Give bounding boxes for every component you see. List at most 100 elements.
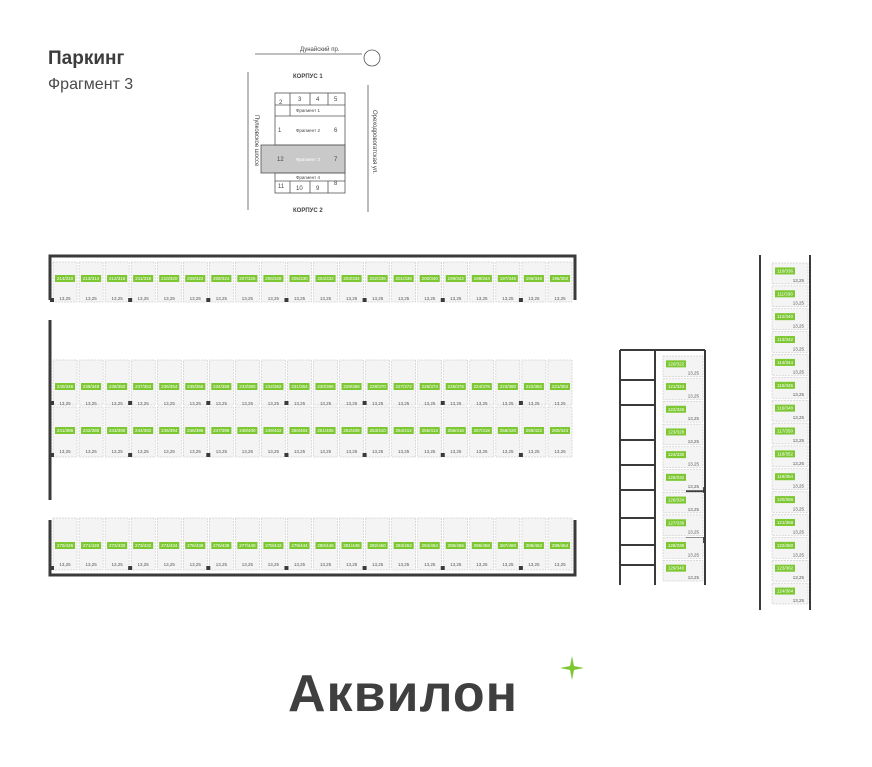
parking-spot[interactable]: 112/34013,25 <box>771 308 809 330</box>
parking-spot[interactable]: 117/35013,25 <box>771 422 809 445</box>
parking-spot[interactable]: 209/32213,25 <box>183 261 208 303</box>
parking-spot[interactable]: 118/35213,25 <box>771 445 809 468</box>
parking-spot[interactable]: 221/38413,25 <box>547 359 573 406</box>
parking-spot[interactable]: 222/38213,25 <box>521 359 547 406</box>
parking-spot[interactable]: 116/34813,25 <box>771 399 809 422</box>
parking-spot[interactable]: 128/33813,25 <box>662 537 704 559</box>
parking-spot[interactable]: 250/40413,25 <box>287 406 312 458</box>
parking-spot[interactable]: 124/36413,25 <box>771 582 809 605</box>
parking-spot[interactable]: 204/33213,25 <box>313 261 338 303</box>
parking-spot[interactable]: 211/31813,25 <box>130 261 156 303</box>
parking-spot[interactable]: 286/45813,25 <box>469 517 495 571</box>
parking-spot[interactable]: 248/40013,25 <box>235 406 260 458</box>
parking-spot[interactable]: 123/32813,25 <box>662 423 704 446</box>
parking-spot[interactable]: 279/44413,25 <box>287 517 312 571</box>
parking-spot[interactable]: 280/44613,25 <box>313 517 338 571</box>
parking-spot[interactable]: 123/36213,25 <box>771 560 809 582</box>
parking-spot[interactable]: 254/41213,25 <box>391 406 416 458</box>
parking-spot[interactable]: 237/35213,25 <box>130 359 156 406</box>
parking-spot[interactable]: 255/41413,25 <box>417 406 443 458</box>
parking-spot[interactable]: 251/40613,25 <box>313 406 338 458</box>
parking-spot[interactable]: 212/31613,25 <box>104 261 130 303</box>
parking-spot[interactable]: 245/39413,25 <box>156 406 182 458</box>
parking-spot[interactable]: 243/39013,25 <box>104 406 130 458</box>
parking-spot[interactable]: 124/33013,25 <box>662 446 704 468</box>
parking-spot[interactable]: 120/32213,25 <box>662 355 704 377</box>
parking-spot[interactable]: 282/45013,25 <box>365 517 390 571</box>
parking-spot[interactable]: 214/31013,25 <box>52 261 78 303</box>
parking-spot[interactable]: 252/40813,25 <box>339 406 364 458</box>
parking-spot[interactable]: 287/46013,25 <box>495 517 521 571</box>
parking-spot[interactable]: 253/41013,25 <box>365 406 390 458</box>
parking-spot[interactable]: 127/33613,25 <box>662 514 704 536</box>
parking-spot[interactable]: 228/37013,25 <box>365 359 390 406</box>
parking-spot[interactable]: 122/36013,25 <box>771 537 809 559</box>
parking-spot[interactable]: 284/45413,25 <box>417 517 443 571</box>
parking-spot[interactable]: 240/34613,25 <box>52 359 78 406</box>
parking-spot[interactable]: 110/33613,25 <box>771 262 809 285</box>
parking-spot[interactable]: 246/39613,25 <box>183 406 208 458</box>
parking-spot[interactable]: 203/33413,25 <box>339 261 364 303</box>
parking-spot[interactable]: 275/43613,25 <box>183 517 208 571</box>
parking-spot[interactable]: 201/33813,25 <box>391 261 416 303</box>
parking-spot[interactable]: 242/38813,25 <box>78 406 104 458</box>
parking-spot[interactable]: 227/37213,25 <box>391 359 416 406</box>
parking-spot[interactable]: 278/44213,25 <box>261 517 286 571</box>
parking-spot[interactable]: 230/36613,25 <box>313 359 338 406</box>
parking-spot[interactable]: 226/37413,25 <box>417 359 443 406</box>
parking-spot[interactable]: 126/33413,25 <box>662 491 704 514</box>
parking-spot[interactable]: 281/44813,25 <box>339 517 364 571</box>
parking-spot[interactable]: 197/34613,25 <box>495 261 521 303</box>
parking-spot[interactable]: 231/36413,25 <box>287 359 312 406</box>
parking-spot[interactable]: 196/34813,25 <box>521 261 547 303</box>
parking-spot[interactable]: 234/35813,25 <box>209 359 234 406</box>
parking-spot[interactable]: 199/34213,25 <box>443 261 469 303</box>
parking-spot[interactable]: 121/35813,25 <box>771 514 809 536</box>
parking-spot[interactable]: 258/42013,25 <box>495 406 521 458</box>
parking-spot[interactable]: 283/45213,25 <box>391 517 416 571</box>
parking-spot[interactable]: 271/42813,25 <box>78 517 104 571</box>
parking-spot[interactable]: 244/39213,25 <box>130 406 156 458</box>
parking-spot[interactable]: 238/35013,25 <box>104 359 130 406</box>
parking-spot[interactable]: 235/35613,25 <box>183 359 208 406</box>
parking-spot[interactable]: 202/33613,25 <box>365 261 390 303</box>
parking-spot[interactable]: 208/32413,25 <box>209 261 234 303</box>
parking-spot[interactable]: 249/40213,25 <box>261 406 286 458</box>
parking-spot[interactable]: 241/38613,25 <box>52 406 78 458</box>
parking-spot[interactable]: 232/36213,25 <box>261 359 286 406</box>
parking-spot[interactable]: 198/34413,25 <box>469 261 495 303</box>
parking-spot[interactable]: 247/39813,25 <box>209 406 234 458</box>
parking-spot[interactable]: 122/32613,25 <box>662 401 704 423</box>
parking-spot[interactable]: 270/42613,25 <box>52 517 78 571</box>
parking-spot[interactable]: 229/36813,25 <box>339 359 364 406</box>
parking-spot[interactable]: 259/42213,25 <box>521 406 547 458</box>
parking-spot[interactable]: 114/34413,25 <box>771 354 809 376</box>
parking-spot[interactable]: 233/36013,25 <box>235 359 260 406</box>
parking-spot[interactable]: 206/32813,25 <box>261 261 286 303</box>
parking-spot[interactable]: 125/33213,25 <box>662 469 704 491</box>
parking-spot[interactable]: 129/34013,25 <box>662 560 704 582</box>
parking-spot[interactable]: 276/43813,25 <box>209 517 234 571</box>
parking-spot[interactable]: 225/37613,25 <box>443 359 469 406</box>
parking-spot[interactable]: 236/35413,25 <box>156 359 182 406</box>
parking-spot[interactable]: 289/46413,25 <box>547 517 573 571</box>
parking-spot[interactable]: 277/44013,25 <box>235 517 260 571</box>
parking-spot[interactable]: 260/42413,25 <box>547 406 573 458</box>
parking-spot[interactable]: 200/34013,25 <box>417 261 443 303</box>
parking-spot[interactable]: 288/46213,25 <box>521 517 547 571</box>
parking-spot[interactable]: 205/33013,25 <box>287 261 312 303</box>
parking-spot[interactable]: 256/41613,25 <box>443 406 469 458</box>
parking-spot[interactable]: 213/31413,25 <box>78 261 104 303</box>
parking-spot[interactable]: 224/37813,25 <box>469 359 495 406</box>
parking-spot[interactable]: 223/38013,25 <box>495 359 521 406</box>
parking-spot[interactable]: 113/34213,25 <box>771 331 809 353</box>
parking-spot[interactable]: 119/35413,25 <box>771 468 809 490</box>
parking-spot[interactable]: 285/45613,25 <box>443 517 469 571</box>
parking-spot[interactable]: 111/33813,25 <box>771 285 809 307</box>
parking-spot[interactable]: 257/41813,25 <box>469 406 495 458</box>
parking-spot[interactable]: 210/32013,25 <box>156 261 182 303</box>
parking-spot[interactable]: 272/43013,25 <box>104 517 130 571</box>
parking-spot[interactable]: 274/43413,25 <box>156 517 182 571</box>
parking-spot[interactable]: 207/32613,25 <box>235 261 260 303</box>
parking-spot[interactable]: 121/32413,25 <box>662 378 704 400</box>
